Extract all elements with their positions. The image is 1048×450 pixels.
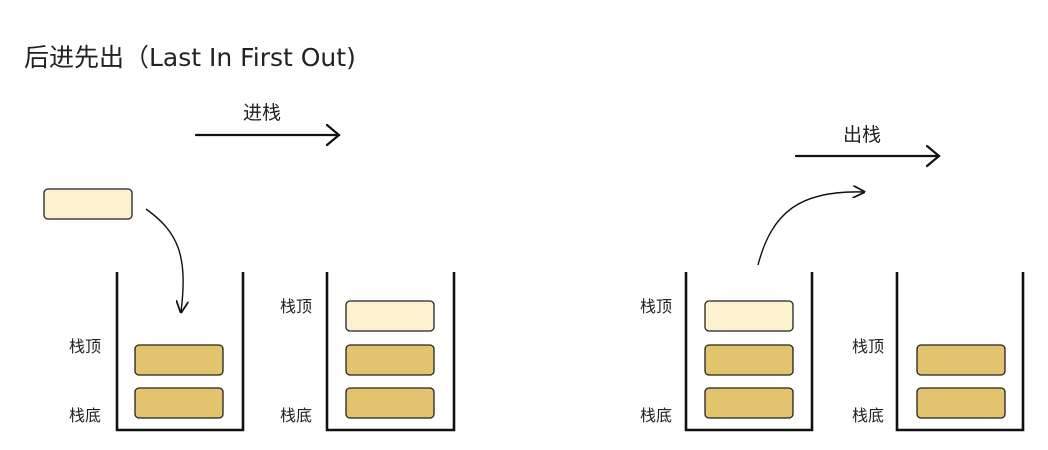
pop-operation-label: 出栈: [843, 124, 882, 146]
stack-3-element-3: [704, 300, 794, 332]
stack-4-bottom-label: 栈底: [852, 406, 885, 425]
stack-1-element-1: [134, 387, 224, 419]
stack-1-bottom-label: 栈底: [69, 406, 102, 425]
stack-4-top-label: 栈顶: [852, 337, 885, 356]
stack-2-element-3: [345, 300, 435, 332]
incoming-element: [43, 188, 133, 220]
stack-container-3: [684, 272, 814, 432]
push-arrow: [194, 123, 341, 147]
push-operation-label: 进栈: [243, 102, 282, 124]
stack-4-element-2: [916, 344, 1006, 376]
stack-2-bottom-label: 栈底: [280, 406, 313, 425]
stack-2-top-label: 栈顶: [280, 297, 313, 316]
stack-3-element-2: [704, 344, 794, 376]
diagram-title: 后进先出（Last In First Out): [24, 43, 356, 72]
push-curve-arrow: [145, 208, 183, 312]
stack-container-1: [115, 272, 245, 432]
stack-4-element-1: [916, 387, 1006, 419]
stack-2-element-1: [345, 387, 435, 419]
stack-3-element-1: [704, 387, 794, 419]
stack-1-element-2: [134, 344, 224, 376]
stack-container-4: [895, 272, 1025, 432]
pop-curve-arrow: [757, 192, 864, 266]
pop-arrow: [794, 144, 941, 168]
stack-3-bottom-label: 栈底: [640, 406, 673, 425]
stack-3-top-label: 栈顶: [640, 297, 673, 316]
stack-container-2: [325, 272, 456, 432]
stack-1-top-label: 栈顶: [69, 337, 102, 356]
stack-2-element-2: [345, 344, 435, 376]
